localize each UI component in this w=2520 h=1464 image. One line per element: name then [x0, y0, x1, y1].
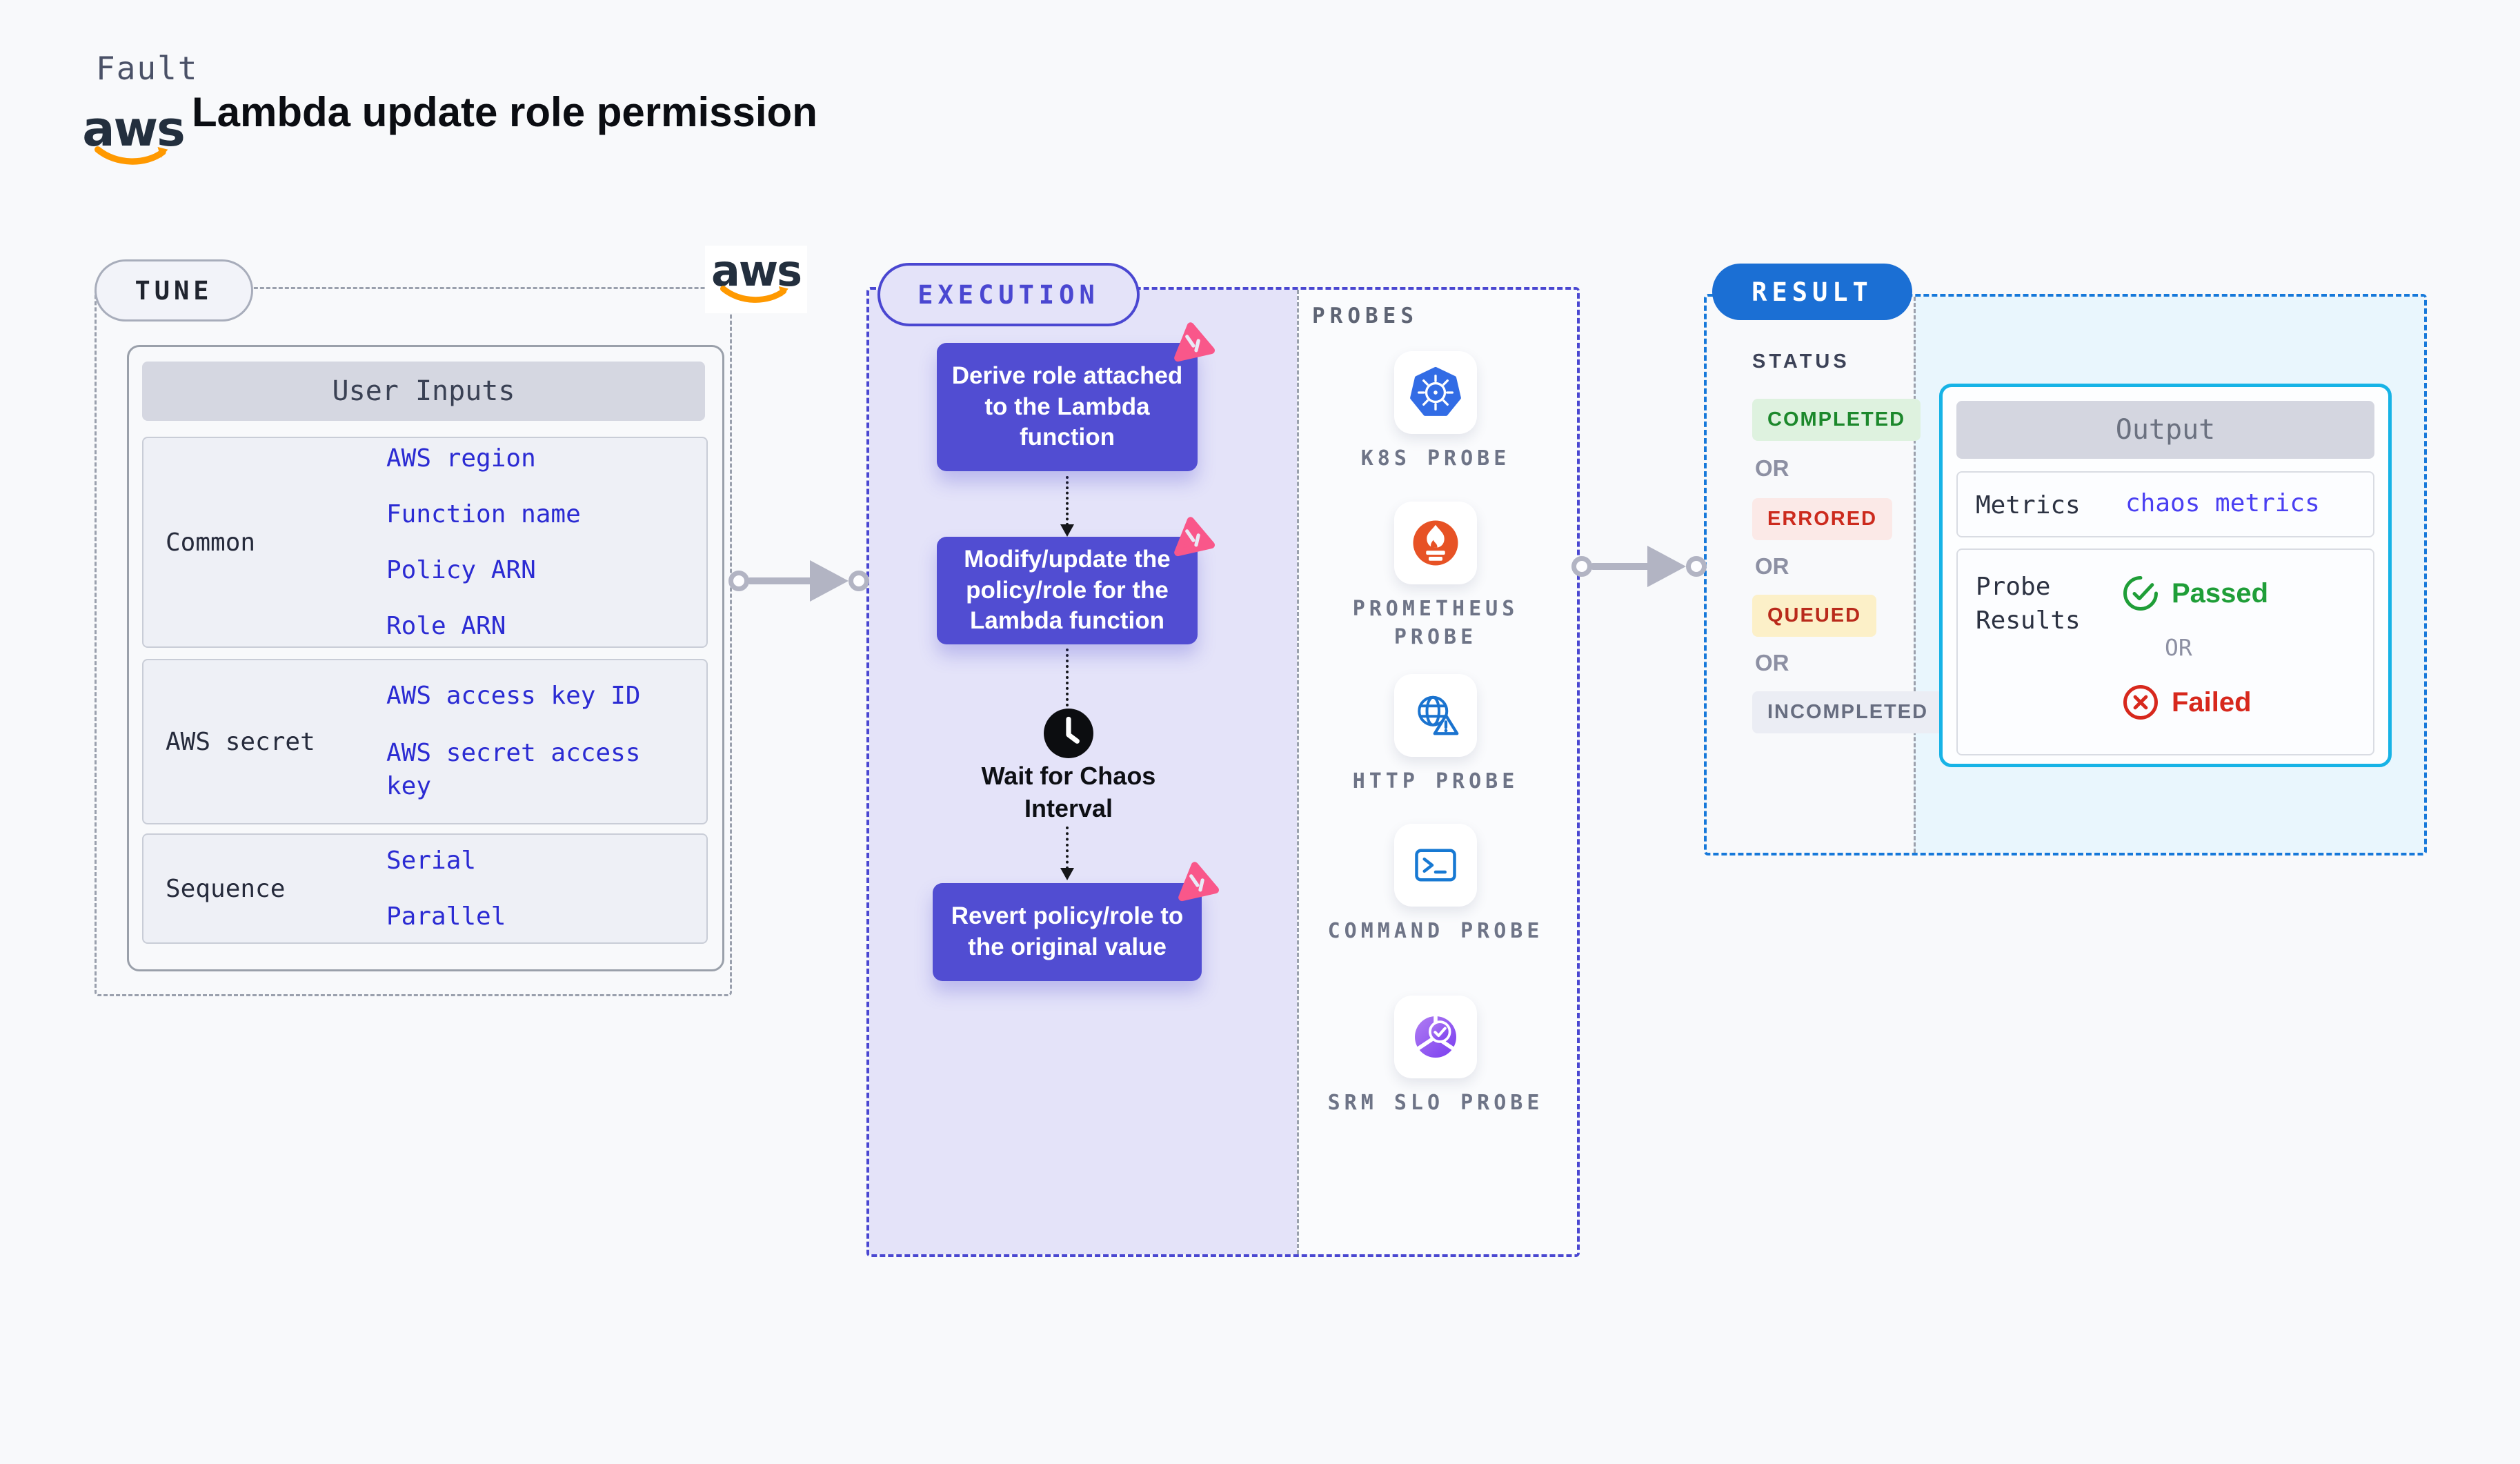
input-link: Serial: [386, 847, 477, 875]
status-badge-queued: QUEUED: [1752, 595, 1877, 637]
clock-icon: [1044, 709, 1093, 758]
execution-to-result-arrow: [1571, 544, 1707, 588]
passed-label: Passed: [2172, 577, 2269, 609]
status-badge-completed: COMPLETED: [1752, 399, 1921, 441]
step-revert-policy: Revert policy/role to the original value: [933, 883, 1202, 981]
prometheus-icon: [1413, 520, 1458, 566]
output-card: Output Metrics chaos metrics Probe Resul…: [1939, 384, 2392, 767]
aws-smile-icon: [720, 286, 788, 303]
probe-card: [1394, 824, 1477, 907]
probe-item-srm-slo: SRM SLO PROBE: [1318, 996, 1553, 1118]
failed-label: Failed: [2172, 686, 2252, 718]
arrow-end-knob: [1686, 556, 1707, 577]
step-label: Modify/update the policy/role for the La…: [964, 545, 1171, 635]
arrow-shaft: [746, 577, 821, 584]
tune-panel: [95, 287, 732, 996]
connector-arrowhead-icon: [1060, 868, 1074, 880]
metrics-label: Metrics: [1976, 491, 2081, 520]
probe-card: [1394, 351, 1477, 434]
table-row-aws-secret: AWS secret AWS access key ID AWS secret …: [142, 659, 708, 824]
metrics-value-link: chaos metrics: [2125, 489, 2320, 517]
input-link: Role ARN: [386, 612, 506, 640]
or-separator: OR: [1755, 650, 1789, 675]
user-inputs-card: [127, 345, 724, 971]
chaos-icon: [1174, 517, 1216, 557]
fault-kicker: Fault: [96, 50, 199, 87]
input-link: AWS secret access key: [386, 738, 641, 801]
input-link: Policy ARN: [386, 556, 536, 584]
status-badge-errored: ERRORED: [1752, 498, 1893, 540]
wait-for-chaos-label: Wait for Chaos Interval: [981, 762, 1156, 822]
kubernetes-icon: [1410, 366, 1461, 416]
or-separator: OR: [1755, 455, 1789, 481]
probe-results-row: Probe Results Passed OR Failed: [1956, 548, 2374, 755]
probe-label: SRM SLO PROBE: [1327, 1091, 1544, 1115]
user-inputs-title: User Inputs: [142, 362, 705, 421]
check-circle-icon: [2123, 576, 2158, 611]
slo-donut-check-icon: [1415, 1013, 1456, 1058]
aws-logo-tune: aws: [705, 246, 807, 313]
table-row-common: Common AWS region Function name Policy A…: [142, 437, 708, 648]
row-label: Common: [166, 528, 256, 557]
probe-card: [1394, 996, 1477, 1078]
probe-result-failed: Failed: [2122, 684, 2252, 721]
probe-item-http: HTTP PROBE: [1318, 674, 1553, 796]
step-derive-role: Derive role attached to the Lambda funct…: [937, 343, 1198, 471]
chaos-icon: [1178, 862, 1220, 902]
output-title: Output: [1956, 401, 2374, 459]
probe-item-k8s: K8S PROBE: [1318, 351, 1553, 473]
probe-label: COMMAND PROBE: [1327, 919, 1544, 943]
or-separator: OR: [1755, 553, 1789, 579]
input-link: AWS region: [386, 444, 536, 473]
globe-warning-icon: [1418, 695, 1459, 735]
probe-label: PROMETHEUS PROBE: [1352, 597, 1519, 649]
input-link: Function name: [386, 500, 581, 528]
input-link: Parallel: [386, 902, 506, 931]
chaos-icon: [1174, 322, 1216, 362]
arrow-head-icon: [810, 560, 849, 602]
status-heading: STATUS: [1752, 350, 1850, 373]
row-label: Sequence: [166, 874, 286, 903]
metrics-row: Metrics chaos metrics: [1956, 471, 2374, 537]
page-title: Lambda update role permission: [192, 89, 817, 135]
row-label: AWS secret: [166, 727, 315, 756]
aws-logo-text: aws: [82, 101, 186, 157]
or-separator: OR: [2165, 634, 2192, 661]
step-label: Revert policy/role to the original value: [951, 902, 1184, 960]
probe-item-command: COMMAND PROBE: [1318, 824, 1553, 946]
step-modify-policy: Modify/update the policy/role for the La…: [937, 537, 1198, 644]
aws-logo: aws: [82, 105, 186, 168]
status-badge-incompleted: INCOMPLETED: [1752, 691, 1944, 733]
tune-badge: TUNE: [95, 259, 253, 322]
execution-badge: EXECUTION: [877, 263, 1140, 326]
probe-result-passed: Passed: [2122, 575, 2268, 612]
tune-to-execution-arrow: [728, 559, 869, 603]
probe-card: [1394, 502, 1477, 584]
x-circle-icon: [2123, 685, 2158, 720]
aws-logo-text: aws: [711, 246, 802, 296]
probe-item-prometheus: PROMETHEUS PROBE: [1318, 502, 1553, 651]
aws-smile-icon: [95, 146, 168, 165]
probe-card: [1394, 674, 1477, 757]
input-link: AWS access key ID: [386, 682, 641, 711]
connector-arrowhead-icon: [1060, 524, 1074, 537]
arrow-head-icon: [1647, 546, 1686, 587]
step-label: Derive role attached to the Lambda funct…: [951, 362, 1183, 451]
flow-connector: [1066, 476, 1069, 526]
probes-heading: PROBES: [1312, 304, 1418, 328]
result-badge: RESULT: [1712, 264, 1912, 320]
terminal-icon: [1415, 849, 1456, 882]
flow-connector: [1066, 827, 1069, 869]
arrow-end-knob: [849, 571, 869, 591]
probes-area: [1297, 290, 1577, 1254]
arrow-shaft: [1589, 563, 1658, 570]
probe-results-label: Probe Results: [1976, 573, 2081, 635]
probe-label: HTTP PROBE: [1352, 769, 1519, 793]
flow-connector: [1066, 649, 1069, 706]
probe-label: K8S PROBE: [1360, 446, 1511, 471]
table-row-sequence: Sequence Serial Parallel: [142, 833, 708, 944]
